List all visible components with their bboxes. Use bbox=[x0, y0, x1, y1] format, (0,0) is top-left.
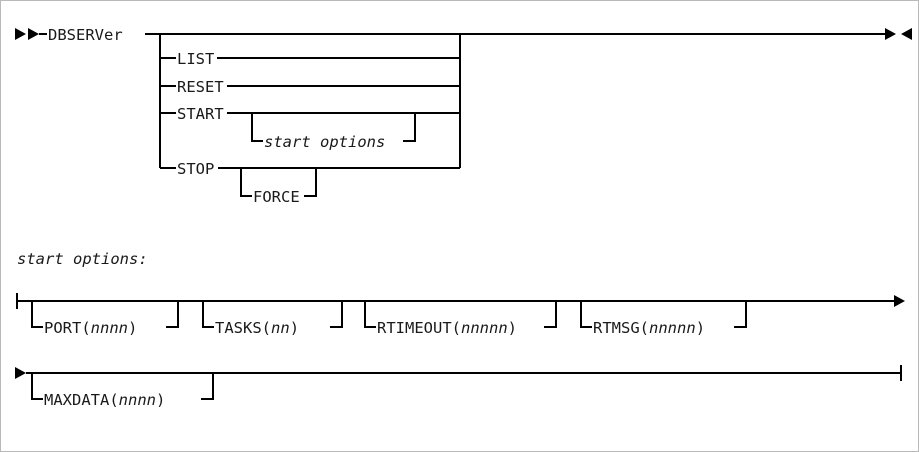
option-open-paren: ( bbox=[452, 319, 461, 337]
fragment-row-1: PORT(nnnn) TASKS(nn) RTIMEOUT(nnnnn) bbox=[16, 293, 905, 337]
alternative-reset: RESET bbox=[160, 78, 460, 96]
fragment-reference-start-options: start options bbox=[264, 133, 385, 151]
option-maxdata: MAXDATA(nnnn) bbox=[31, 373, 214, 409]
fragment-start-options: start options: PORT(nnnn) TASKS(nn) bbox=[15, 250, 905, 409]
option-name: PORT bbox=[44, 319, 81, 337]
option-argument: nnnnn bbox=[649, 319, 696, 337]
rtimeout-exit-rail bbox=[544, 301, 557, 328]
tasks-enter-rail bbox=[202, 301, 214, 328]
alternative-label-list: LIST bbox=[177, 50, 214, 68]
option-name: RTMSG bbox=[593, 319, 640, 337]
alternative-label-reset: RESET bbox=[177, 78, 224, 96]
main-diagram: DBSERVer LIST RESET bbox=[15, 26, 912, 206]
option-close-paren: ) bbox=[508, 319, 517, 337]
option-tasks: TASKS(nn) bbox=[202, 301, 343, 337]
option-argument: nnnnn bbox=[461, 319, 508, 337]
option-label-rtmsg: RTMSG(nnnnn) bbox=[593, 319, 705, 337]
alternative-label-start: START bbox=[177, 105, 224, 123]
tasks-exit-rail bbox=[330, 301, 343, 328]
rtmsg-enter-rail bbox=[580, 301, 592, 328]
option-label-rtimeout: RTIMEOUT(nnnnn) bbox=[377, 319, 517, 337]
start-options-enter-rail bbox=[251, 113, 263, 142]
alternative-start: START start options bbox=[160, 105, 460, 151]
port-enter-rail bbox=[31, 301, 43, 328]
fragment-heading: start options: bbox=[17, 250, 148, 268]
option-rtimeout: RTIMEOUT(nnnnn) bbox=[364, 301, 557, 337]
row1-end-arrow-icon bbox=[894, 295, 905, 307]
option-open-paren: ( bbox=[640, 319, 649, 337]
option-name: MAXDATA bbox=[44, 391, 110, 409]
option-label-tasks: TASKS(nn) bbox=[215, 319, 299, 337]
option-port: PORT(nnnn) bbox=[31, 301, 179, 337]
option-open-paren: ( bbox=[262, 319, 271, 337]
option-name: TASKS bbox=[215, 319, 262, 337]
option-close-paren: ) bbox=[128, 319, 137, 337]
option-name: RTIMEOUT bbox=[377, 319, 452, 337]
optional-keyword-force: FORCE bbox=[253, 188, 300, 206]
rtimeout-enter-rail bbox=[364, 301, 376, 328]
fragment-row-2: MAXDATA(nnnn) bbox=[15, 365, 902, 409]
option-argument: nn bbox=[271, 319, 290, 337]
option-close-paren: ) bbox=[156, 391, 165, 409]
start-marker-icon bbox=[15, 28, 39, 40]
port-exit-rail bbox=[166, 301, 179, 328]
option-close-paren: ) bbox=[696, 319, 705, 337]
start-options-exit-rail bbox=[403, 113, 416, 142]
option-open-paren: ( bbox=[109, 391, 118, 409]
option-rtmsg: RTMSG(nnnnn) bbox=[580, 301, 747, 337]
option-close-paren: ) bbox=[290, 319, 299, 337]
force-exit-rail bbox=[304, 168, 317, 197]
option-argument: nnnn bbox=[119, 391, 156, 409]
option-open-paren: ( bbox=[81, 319, 90, 337]
maxdata-enter-rail bbox=[31, 373, 43, 400]
command-label: DBSERVer bbox=[48, 26, 123, 44]
row2-start-arrow-icon bbox=[15, 367, 26, 379]
rtmsg-exit-rail bbox=[734, 301, 747, 328]
option-label-maxdata: MAXDATA(nnnn) bbox=[44, 391, 165, 409]
option-argument: nnnn bbox=[91, 319, 128, 337]
alternative-list: LIST bbox=[160, 50, 460, 68]
alternative-label-stop: STOP bbox=[177, 160, 214, 178]
force-enter-rail bbox=[240, 168, 252, 197]
alternative-stop: STOP FORCE bbox=[160, 160, 460, 206]
end-marker-icon bbox=[885, 28, 912, 40]
maxdata-exit-rail bbox=[201, 373, 214, 400]
option-label-port: PORT(nnnn) bbox=[44, 319, 137, 337]
